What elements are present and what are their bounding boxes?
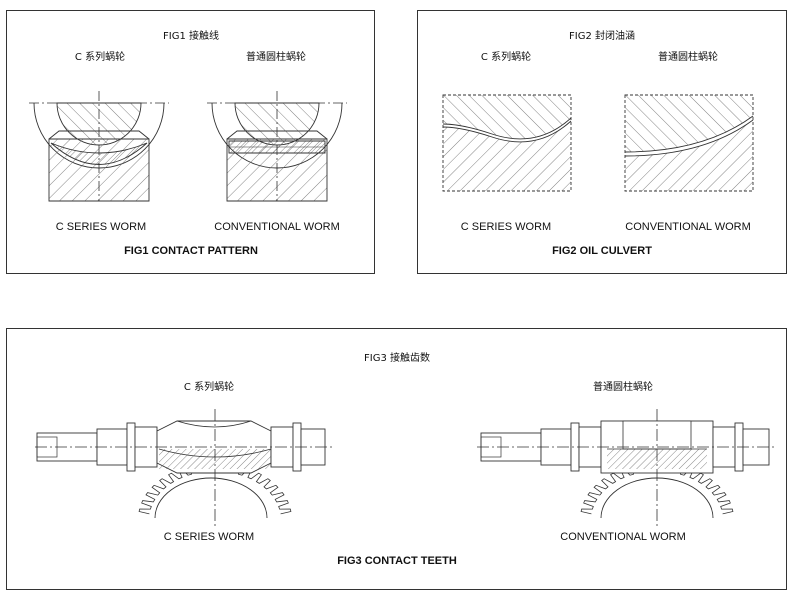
fig2-c-series-drawing (442, 94, 572, 192)
fig2-caption: FIG2 OIL CULVERT (552, 245, 652, 257)
fig1-right-cn-label: 普通圆柱蜗轮 (246, 52, 306, 63)
fig1-left-en-label: C SERIES WORM (55, 221, 147, 233)
fig3-right-en-label: CONVENTIONAL WORM (560, 531, 686, 543)
fig2-conventional-drawing (624, 94, 754, 192)
fig2-panel: FIG2 封闭油涵 C 系列蜗轮 普通圆柱蜗轮 C SERIES WORM CO… (417, 10, 787, 274)
fig2-right-en-label: CONVENTIONAL WORM (625, 221, 751, 233)
fig1-right-en-label: CONVENTIONAL WORM (214, 221, 340, 233)
fig1-conventional-drawing (207, 91, 347, 202)
fig1-caption: FIG1 CONTACT PATTERN (124, 245, 258, 257)
fig3-conventional-drawing (477, 409, 775, 527)
fig3-panel: FIG3 接触齿数 C 系列蜗轮 普通圆柱蜗轮 (6, 328, 787, 590)
fig3-left-cn-label: C 系列蜗轮 (183, 382, 235, 393)
fig1-left-cn-label: C 系列蜗轮 (74, 52, 126, 63)
fig3-left-en-label: C SERIES WORM (163, 531, 255, 543)
fig2-title: FIG2 封闭油涵 (569, 31, 635, 42)
fig3-title: FIG3 接触齿数 (364, 353, 430, 364)
fig3-c-series-drawing (35, 409, 333, 527)
fig1-panel: FIG1 接触线 C 系列蜗轮 普通圆柱蜗轮 C SERIES WORM CON… (6, 10, 375, 274)
fig3-right-cn-label: 普通圆柱蜗轮 (593, 382, 653, 393)
fig2-left-en-label: C SERIES WORM (460, 221, 552, 233)
fig2-left-cn-label: C 系列蜗轮 (480, 52, 532, 63)
fig2-right-cn-label: 普通圆柱蜗轮 (658, 52, 718, 63)
fig3-caption: FIG3 CONTACT TEETH (337, 555, 457, 567)
fig1-title: FIG1 接触线 (163, 31, 219, 42)
fig1-c-series-drawing (29, 91, 169, 202)
